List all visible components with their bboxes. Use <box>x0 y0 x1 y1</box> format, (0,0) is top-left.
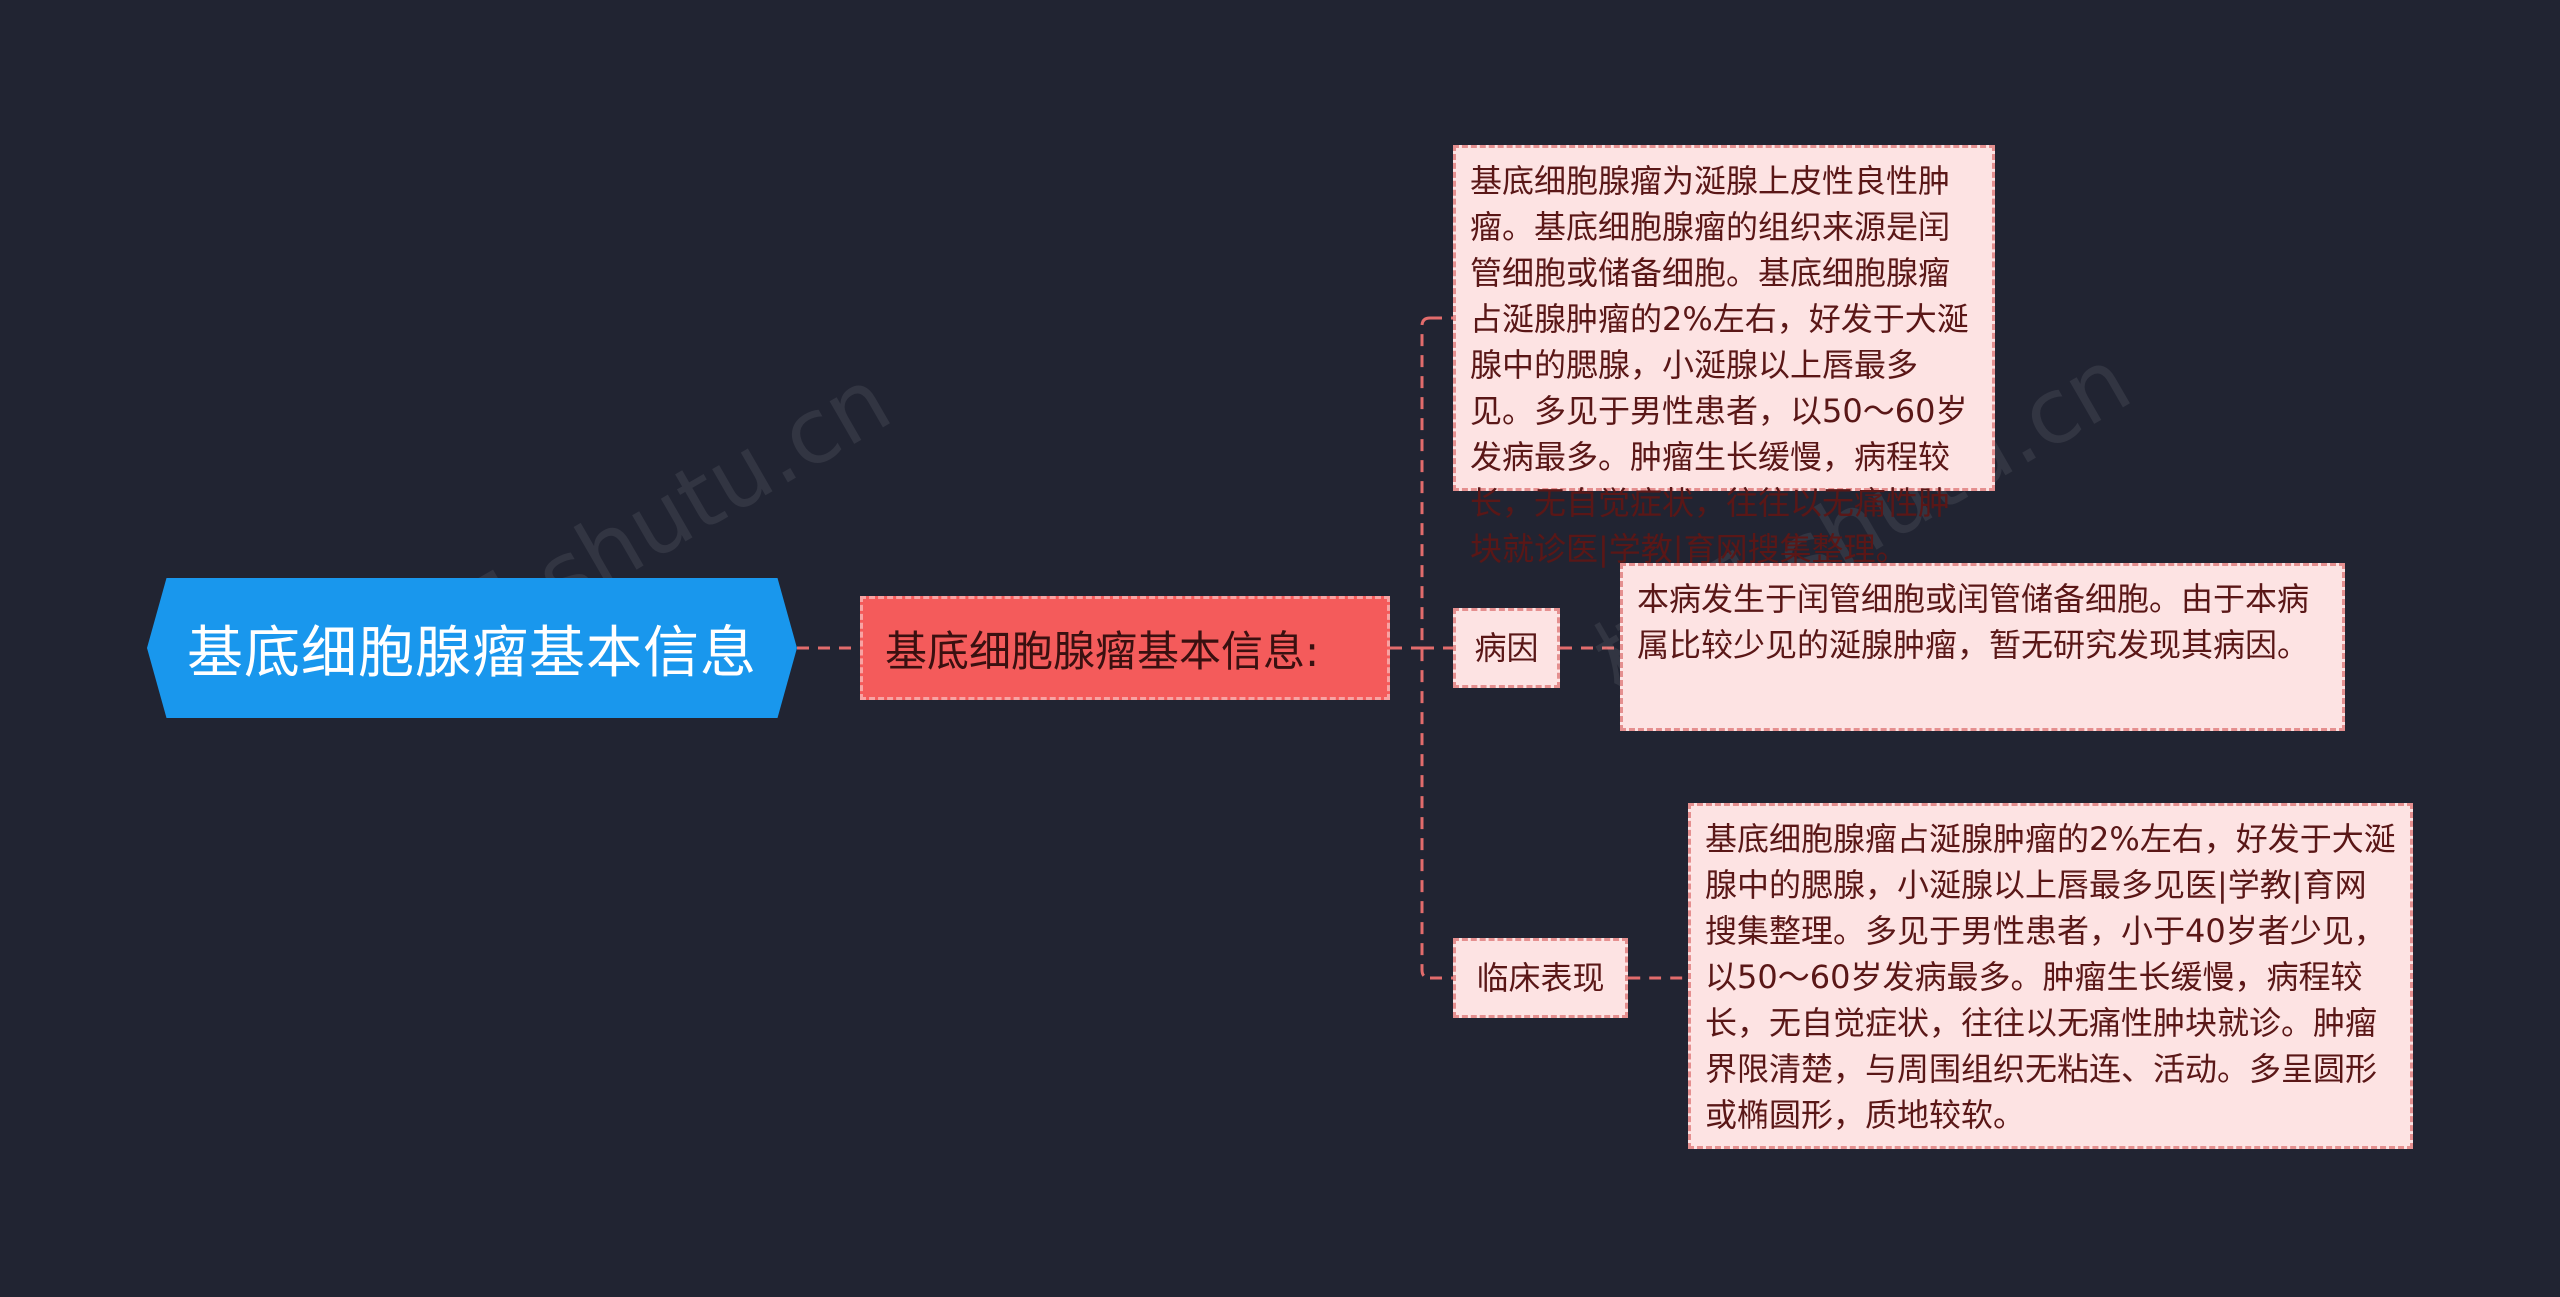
clinical-node[interactable]: 临床表现 <box>1453 938 1628 1018</box>
cause-node[interactable]: 病因 <box>1453 608 1560 688</box>
root-label: 基底细胞腺瘤基本信息 <box>187 620 757 686</box>
cause-detail-node[interactable]: 本病发生于闰管细胞或闰管储备细胞。由于本病属比较少见的涎腺肿瘤，暂无研究发现其病… <box>1620 563 2345 731</box>
cause-label: 病因 <box>1474 629 1539 667</box>
clinical-detail-node[interactable]: 基底细胞腺瘤占涎腺肿瘤的2%左右，好发于大涎腺中的腮腺，小涎腺以上唇最多见医|学… <box>1688 803 2413 1149</box>
branch-node[interactable]: 基底细胞腺瘤基本信息: <box>860 596 1390 700</box>
intro-text: 基底细胞腺瘤为涎腺上皮性良性肿瘤。基底细胞腺瘤的组织来源是闰管细胞或储备细胞。基… <box>1470 162 1969 568</box>
clinical-label: 临床表现 <box>1476 959 1605 997</box>
clinical-detail-text: 基底细胞腺瘤占涎腺肿瘤的2%左右，好发于大涎腺中的腮腺，小涎腺以上唇最多见医|学… <box>1705 820 2396 1134</box>
root-node[interactable]: 基底细胞腺瘤基本信息 <box>147 578 797 718</box>
connector-trunk <box>1420 316 1431 980</box>
intro-node[interactable]: 基底细胞腺瘤为涎腺上皮性良性肿瘤。基底细胞腺瘤的组织来源是闰管细胞或储备细胞。基… <box>1453 145 1995 568</box>
branch-label: 基底细胞腺瘤基本信息: <box>885 626 1320 676</box>
cause-detail-text: 本病发生于闰管细胞或闰管储备细胞。由于本病属比较少见的涎腺肿瘤，暂无研究发现其病… <box>1637 580 2310 664</box>
